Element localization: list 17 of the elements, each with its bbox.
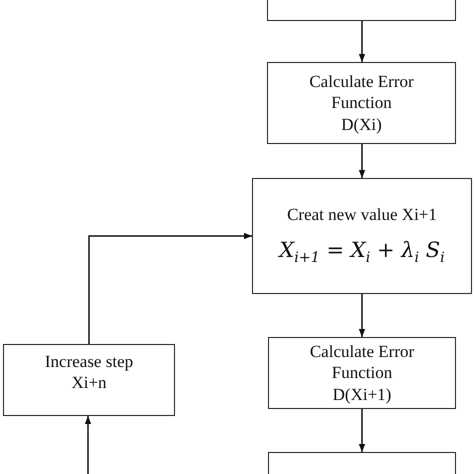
arrow [358,144,366,178]
box-text: Calculate Error Function [308,341,416,384]
box-text: Creat new value Xi+1 [287,204,437,226]
arrow [88,232,252,344]
arrow [358,294,366,337]
process-box [267,62,456,144]
box-text: Calculate Error Function [308,71,415,114]
process-box [252,178,472,294]
arrow [358,409,366,452]
process-box [268,337,456,409]
box-text: D(Xi) [341,114,382,135]
arrow [84,416,92,474]
box-text: D(Xi+1) [332,384,392,405]
formula: X$_{i+1}$ = X$_{i}$ + λ$_{i}$ S$_{i}$ [279,237,445,268]
process-box [3,344,175,416]
box-text: Increase step Xi+n [44,351,134,394]
arrow [358,21,366,62]
